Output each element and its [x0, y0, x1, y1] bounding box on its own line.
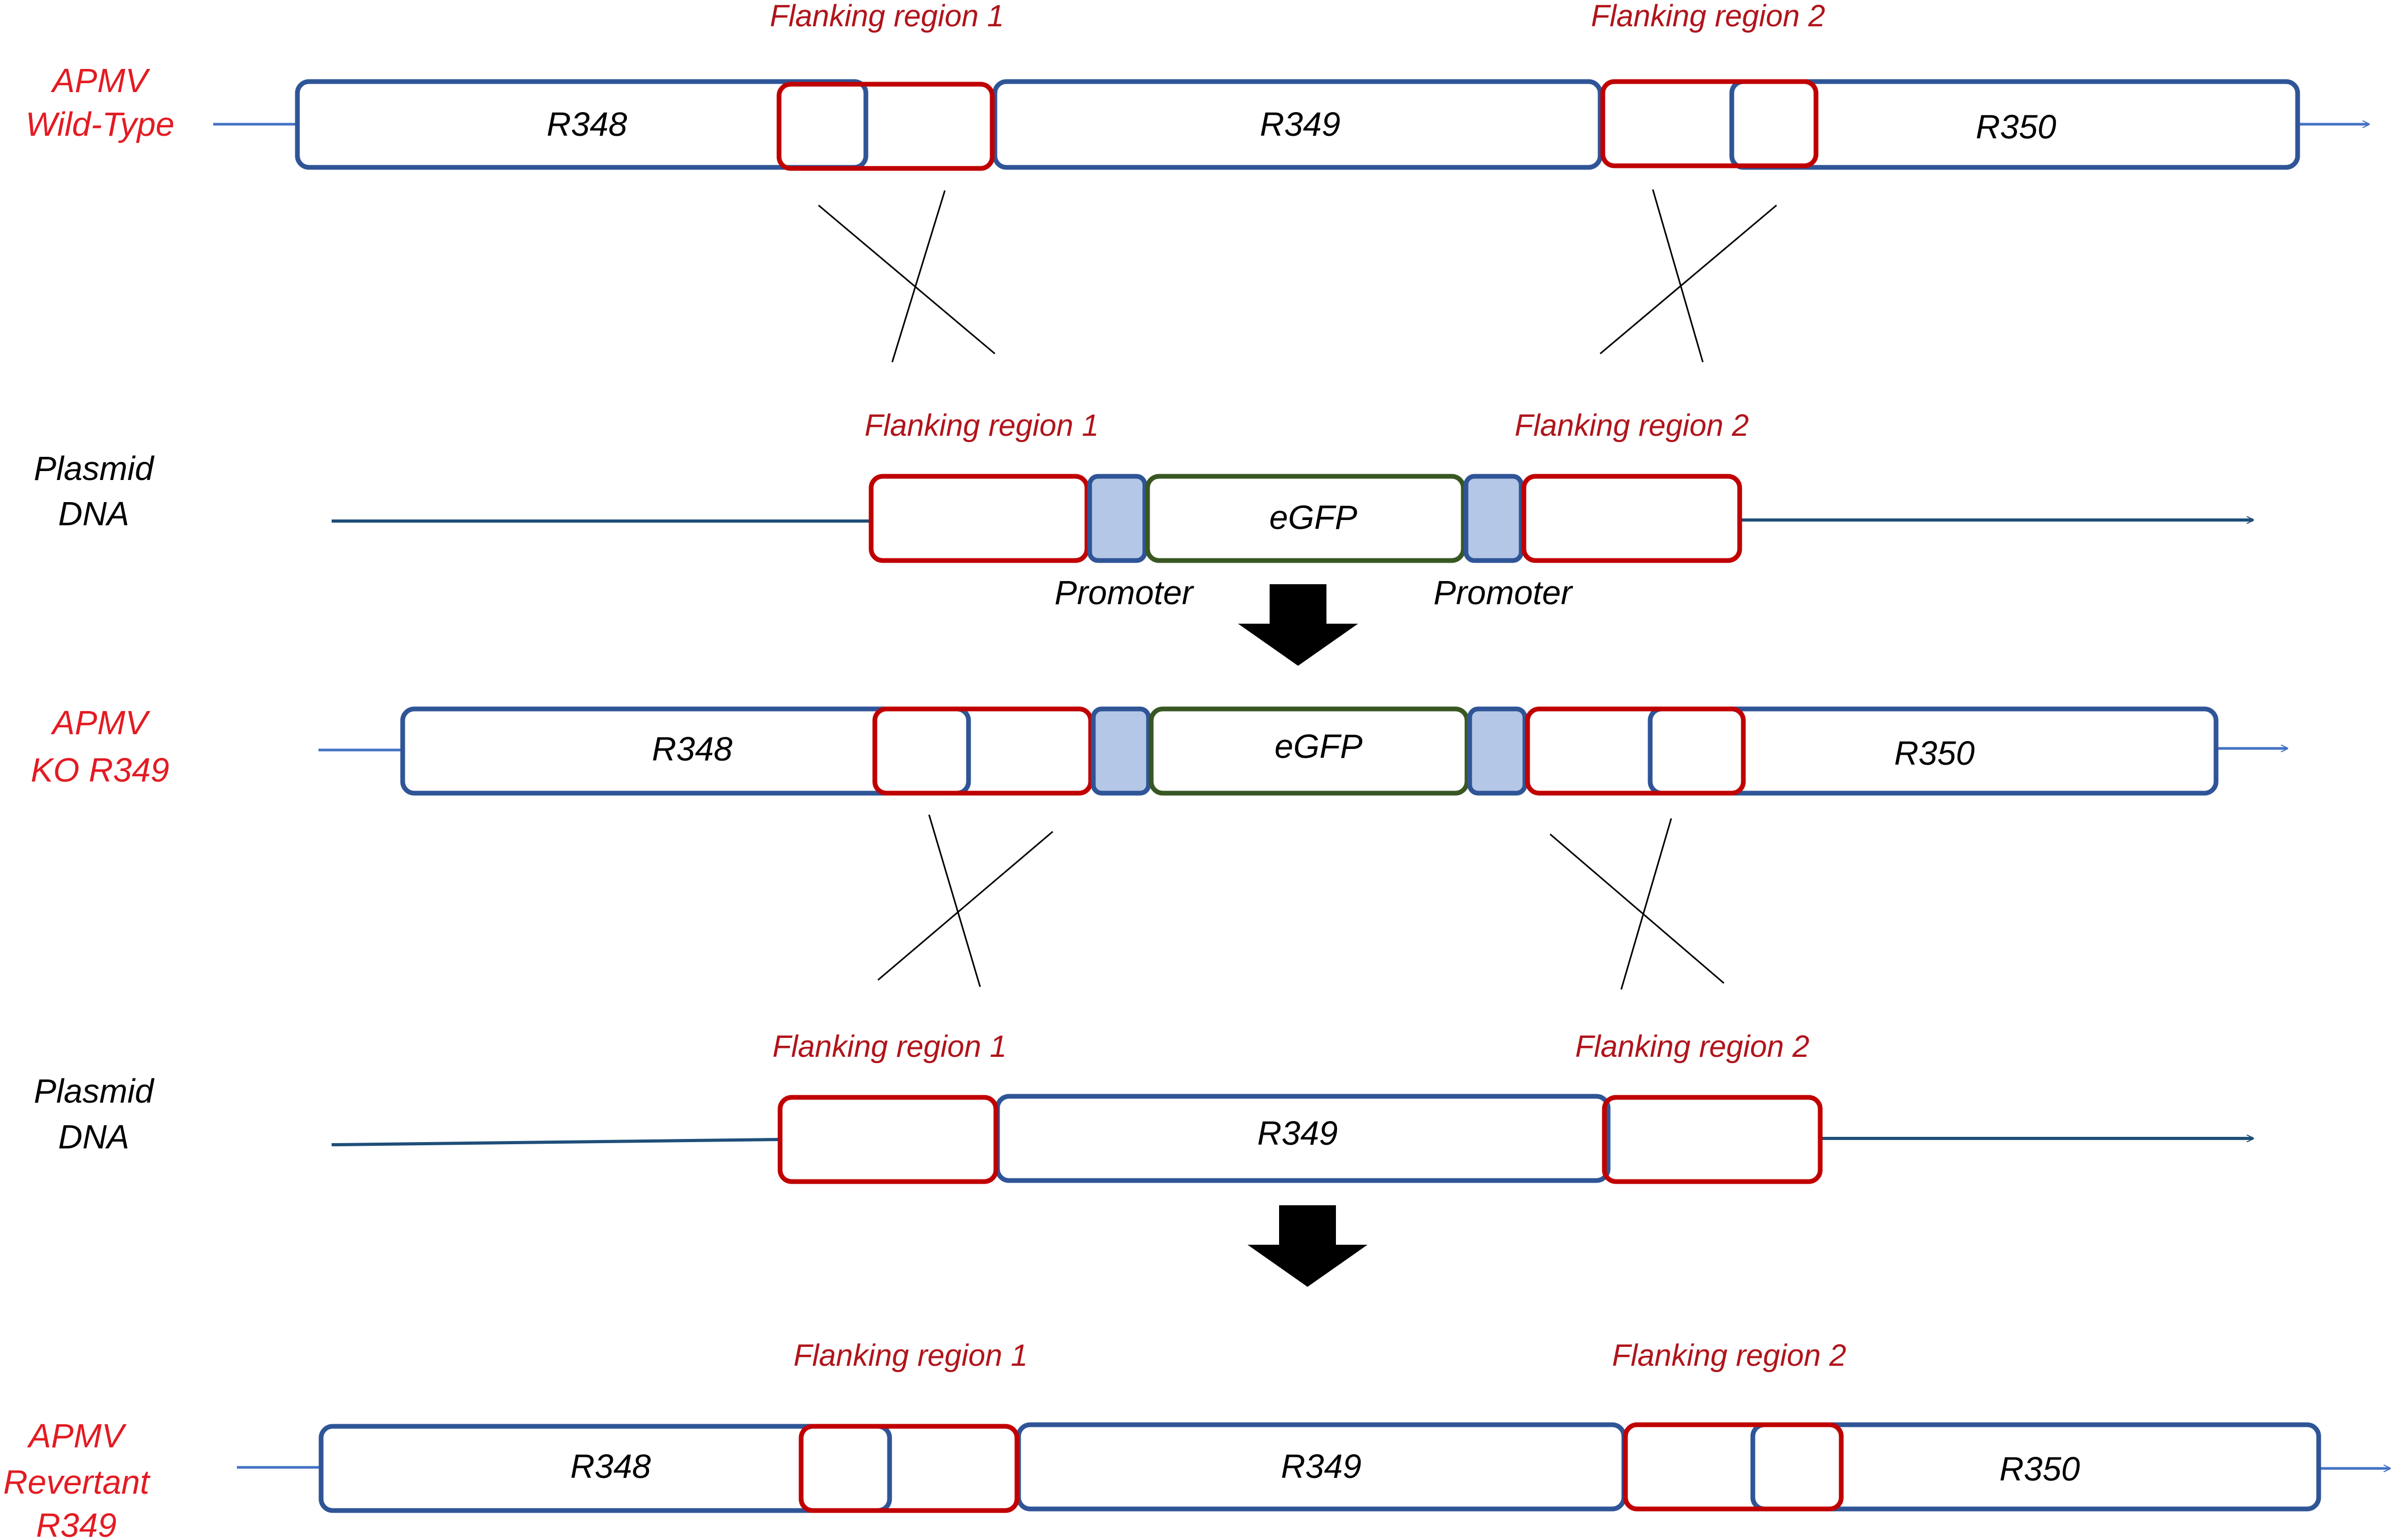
gene-r348-label: R348	[547, 105, 627, 143]
promoter-2-label: Promoter	[1433, 574, 1573, 612]
plasmid-line-left	[331, 1138, 781, 1146]
crossover-2	[877, 814, 1724, 990]
gene-r350-label: R350	[1894, 734, 1975, 772]
label-revertant-line3: R349	[36, 1506, 117, 1540]
flanking-region-1-label: Flanking region 1	[773, 1029, 1007, 1064]
label-revertant-line1: APMV	[26, 1417, 127, 1455]
process-arrow-down-icon	[1238, 584, 1358, 666]
row-revertant: APMV Revertant R349 R348 R349 R350 Flank…	[3, 1338, 2390, 1540]
promoter-1	[1087, 474, 1147, 563]
egfp-gene	[1145, 474, 1466, 563]
gene-r350	[1729, 79, 2300, 170]
promoter-1-label: Promoter	[1054, 574, 1194, 612]
gene-r350	[1750, 1422, 2321, 1512]
crossover-1	[818, 189, 1777, 363]
flanking-region-1	[777, 1095, 999, 1184]
label-wild-type-line1: APMV	[50, 62, 151, 99]
gene-r349	[992, 79, 1603, 170]
flanking-region-2	[1602, 1095, 1823, 1184]
flanking-region-2	[1623, 1422, 1844, 1512]
gene-r348	[318, 1424, 892, 1513]
flanking-region-1	[799, 1424, 1020, 1513]
row-plasmid-egfp: Plasmid DNA eGFP Flanking region 1 Flank…	[34, 408, 2253, 612]
gene-r348	[400, 706, 971, 796]
label-revertant-line2: Revertant	[3, 1463, 151, 1501]
egfp-gene	[1149, 706, 1470, 796]
gene-r350	[1648, 706, 2219, 796]
flanking-region-1-label: Flanking region 1	[865, 408, 1099, 443]
row-wild-type: APMV Wild-Type R348 R349 R350 Flanking r…	[26, 0, 2369, 171]
flanking-region-1	[869, 474, 1090, 563]
gene-r349-label: R349	[1260, 105, 1341, 143]
flanking-region-2-label: Flanking region 2	[1612, 1338, 1847, 1373]
gene-r348-label: R348	[652, 730, 733, 768]
flanking-region-2	[1521, 474, 1742, 563]
flanking-region-2	[1600, 79, 1819, 168]
promoter-2	[1463, 474, 1524, 563]
label-plasmid-line1: Plasmid	[34, 1072, 155, 1110]
promoter-1	[1091, 706, 1151, 796]
row-plasmid-r349: Plasmid DNA R349 Flanking region 1 Flank…	[34, 1029, 2253, 1184]
gene-r348	[295, 79, 869, 170]
flanking-region-1	[776, 82, 995, 171]
row-ko-r349: APMV KO R349 R348 eGFP R350	[31, 704, 2287, 796]
process-arrow-down-icon	[1248, 1205, 1368, 1287]
label-ko-line2: KO R349	[31, 751, 169, 789]
gene-r350-label: R350	[2000, 1450, 2080, 1488]
flanking-region-2-label: Flanking region 2	[1591, 0, 1825, 33]
label-wild-type-line2: Wild-Type	[26, 105, 175, 143]
flanking-region-2-label: Flanking region 2	[1515, 408, 1749, 443]
label-plasmid-line1: Plasmid	[34, 449, 155, 487]
flanking-region-2	[1525, 706, 1746, 796]
flanking-region-1-label: Flanking region 1	[770, 0, 1004, 33]
egfp-label: eGFP	[1269, 498, 1357, 536]
flanking-region-1-label: Flanking region 1	[794, 1338, 1028, 1373]
label-ko-line1: APMV	[50, 704, 151, 742]
flanking-region-1	[872, 706, 1093, 796]
gene-r348-label: R348	[571, 1447, 651, 1485]
label-plasmid-line2: DNA	[58, 495, 129, 533]
egfp-label: eGFP	[1274, 727, 1362, 765]
gene-r349-label: R349	[1281, 1447, 1362, 1485]
label-plasmid-line2: DNA	[58, 1118, 129, 1156]
flanking-region-2-label: Flanking region 2	[1575, 1029, 1810, 1064]
gene-r350-label: R350	[1976, 108, 2057, 146]
gene-r349-label: R349	[1258, 1114, 1338, 1152]
promoter-2	[1467, 706, 1528, 796]
